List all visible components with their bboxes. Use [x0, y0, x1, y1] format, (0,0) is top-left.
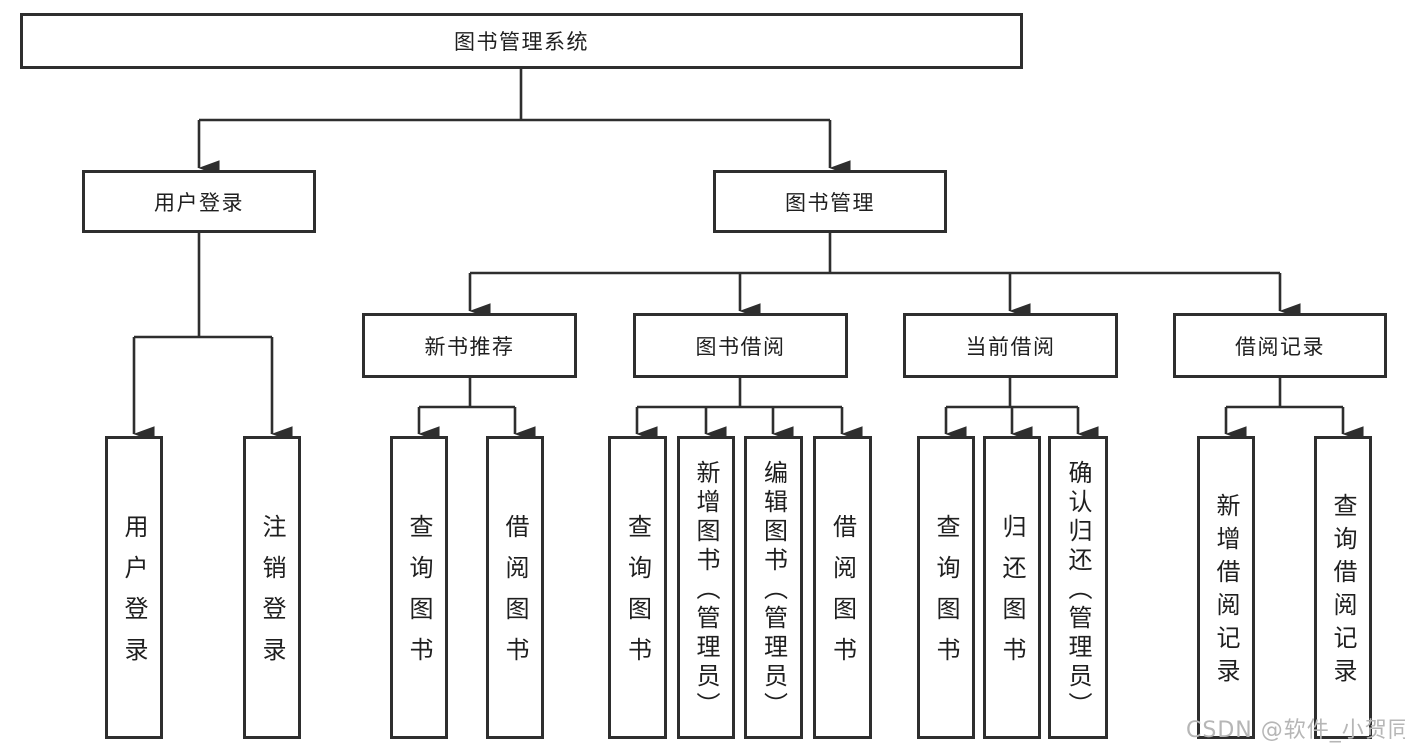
leaf-user-login-label: 用户登录 [120, 514, 148, 678]
leaf-cb-return-books: 归还图书 [983, 436, 1041, 739]
leaf-logout-label: 注销登录 [258, 514, 286, 678]
node-borrow-records: 借阅记录 [1173, 313, 1387, 378]
node-new-book-recommend-label: 新书推荐 [424, 334, 515, 359]
leaf-bb-query-books: 查询图书 [608, 436, 667, 739]
leaf-nb-borrow-books-label: 借阅图书 [501, 514, 529, 678]
node-book-borrow-label: 图书借阅 [695, 334, 786, 359]
connector-root-trunk [199, 69, 830, 122]
leaf-nb-query-books-label: 查询图书 [405, 514, 433, 678]
node-user-login: 用户登录 [82, 170, 316, 233]
node-book-borrow: 图书借阅 [633, 313, 848, 378]
node-current-borrow: 当前借阅 [903, 313, 1118, 378]
node-borrow-records-label: 借阅记录 [1235, 334, 1325, 359]
leaf-bb-add-books-admin: 新增图书（管理员） [677, 436, 735, 739]
connector-bb-trunk [637, 378, 842, 409]
leaf-user-login: 用户登录 [105, 436, 163, 739]
leaf-cb-return-books-label: 归还图书 [998, 514, 1026, 678]
connector-book-management-trunk [470, 233, 1280, 275]
node-new-book-recommend: 新书推荐 [362, 313, 577, 378]
node-root-label: 图书管理系统 [454, 30, 589, 54]
connector-cb-trunk [946, 378, 1078, 409]
node-root: 图书管理系统 [20, 13, 1023, 69]
leaf-br-add-record-label: 新增借阅记录 [1212, 493, 1240, 691]
leaf-nb-borrow-books: 借阅图书 [486, 436, 544, 739]
node-book-management-label: 图书管理 [785, 190, 875, 215]
leaf-bb-query-books-label: 查询图书 [623, 514, 652, 678]
leaf-bb-borrow-books: 借阅图书 [813, 436, 872, 739]
node-current-borrow-label: 当前借阅 [965, 334, 1056, 359]
leaf-nb-query-books: 查询图书 [390, 436, 448, 739]
leaf-br-query-record: 查询借阅记录 [1314, 436, 1372, 739]
leaf-cb-query-books: 查询图书 [917, 436, 975, 739]
leaf-cb-confirm-return-admin-label: 确认归还（管理员） [1064, 459, 1092, 721]
node-book-management: 图书管理 [713, 170, 947, 233]
leaf-bb-edit-books-admin-label: 编辑图书（管理员） [759, 459, 788, 721]
csdn-watermark: CSDN @软件_小贺同学 [1186, 718, 1405, 743]
leaf-bb-add-books-admin-label: 新增图书（管理员） [692, 459, 720, 721]
leaf-br-add-record: 新增借阅记录 [1197, 436, 1255, 739]
leaf-cb-confirm-return-admin: 确认归还（管理员） [1048, 436, 1108, 739]
connector-nb-trunk [419, 378, 515, 409]
leaf-cb-query-books-label: 查询图书 [932, 514, 960, 678]
leaf-bb-edit-books-admin: 编辑图书（管理员） [744, 436, 803, 739]
connector-user-login-trunk [134, 233, 272, 339]
leaf-logout: 注销登录 [243, 436, 301, 739]
leaf-br-query-record-label: 查询借阅记录 [1329, 493, 1357, 691]
leaf-bb-borrow-books-label: 借阅图书 [828, 514, 857, 678]
node-user-login-label: 用户登录 [154, 190, 244, 215]
connector-br-trunk [1226, 378, 1343, 409]
